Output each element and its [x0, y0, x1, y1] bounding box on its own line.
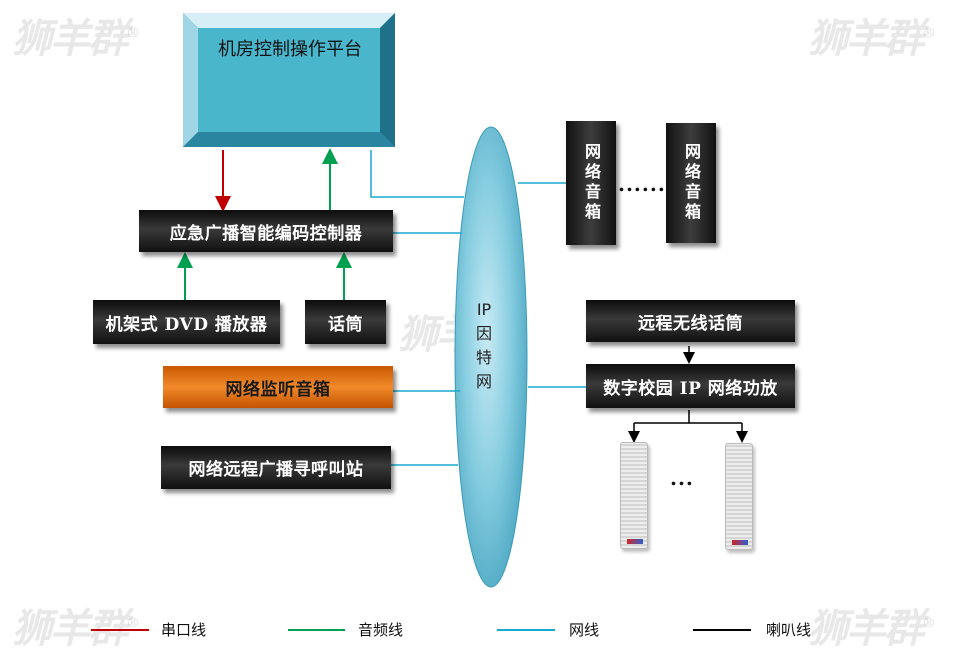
network-speaker-box-2: 网络音箱 — [666, 123, 716, 243]
column-speaker-ellipsis: ... — [670, 466, 694, 490]
encoder-controller-box: 应急广播智能编码控制器 — [139, 210, 393, 252]
dvd-player-box: 机架式 DVD 播放器 — [93, 300, 280, 344]
control-platform-label: 机房控制操作平台 — [218, 39, 362, 60]
microphone-box: 话筒 — [305, 300, 386, 344]
speaker-logo — [627, 539, 643, 544]
internet-ellipse — [454, 126, 528, 588]
legend-label-network: 网线 — [569, 621, 600, 639]
control-platform-frame — [183, 13, 395, 147]
network-speaker-box-1: 网络音箱 — [566, 121, 616, 245]
network-line-platform — [370, 150, 464, 198]
monitor-speaker-box: 网络监听音箱 — [163, 366, 393, 408]
legend-line-speaker — [693, 629, 751, 631]
watermark-top-left: 狮羊群® — [12, 15, 140, 62]
amplifier-box: 数字校园 IP 网络功放 — [586, 364, 795, 408]
remote-station-box: 网络远程广播寻呼叫站 — [161, 446, 391, 489]
watermark-top-right: 狮羊群® — [808, 15, 936, 62]
wireless-mic-box: 远程无线话筒 — [586, 300, 795, 342]
column-speaker-right — [725, 443, 753, 550]
watermark-bottom-left: 狮羊群® — [12, 605, 140, 652]
legend-line-audio — [288, 629, 345, 631]
internet-label: IP 因 特 网 — [475, 300, 492, 391]
column-speaker-left — [620, 442, 648, 549]
speaker-ellipsis: ...... — [618, 172, 666, 196]
legend-line-network — [497, 629, 555, 631]
speaker-logo — [732, 540, 748, 545]
legend-label-speaker: 喇叭线 — [766, 621, 812, 639]
legend-line-serial — [91, 629, 149, 631]
legend-label-audio: 音频线 — [358, 621, 404, 639]
watermark-bottom-right: 狮羊群® — [808, 605, 936, 652]
legend-label-serial: 串口线 — [161, 621, 207, 639]
